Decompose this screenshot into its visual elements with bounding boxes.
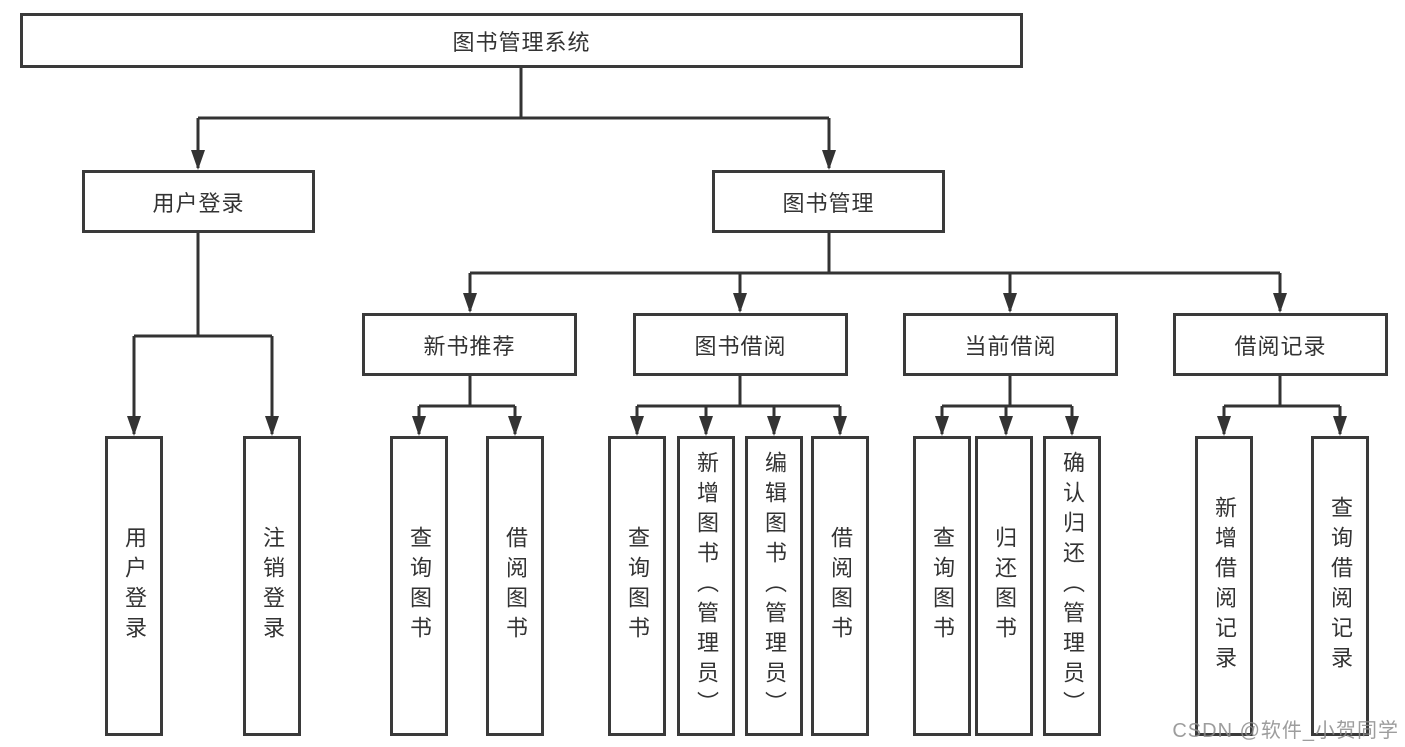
node-root-label: 图书管理系统	[452, 29, 591, 55]
leaf-borrow-books: 借阅图书	[811, 436, 869, 736]
node-root-system: 图书管理系统	[20, 13, 1023, 68]
arrow-down-icon	[699, 416, 713, 436]
leaf-label: 用户登录	[122, 526, 147, 646]
node-user-login: 用户登录	[82, 170, 315, 233]
node-book-management: 图书管理	[712, 170, 945, 233]
arrow-down-icon	[733, 293, 747, 313]
arrow-down-icon	[1217, 416, 1231, 436]
leaf-label: 借阅图书	[503, 526, 528, 646]
connector-book-borrow-children	[630, 376, 847, 436]
arrow-down-icon	[508, 416, 522, 436]
connector-current-borrow-children	[935, 376, 1079, 436]
arrow-down-icon	[191, 150, 205, 170]
leaf-borrow-books-recommend: 借阅图书	[486, 436, 544, 736]
connector-borrow-records-children	[1217, 376, 1347, 436]
leaf-query-books-recommend: 查询图书	[390, 436, 448, 736]
node-label: 用户登录	[152, 190, 245, 216]
leaf-label: 查询图书	[930, 526, 955, 646]
arrow-down-icon	[935, 416, 949, 436]
arrow-down-icon	[999, 416, 1013, 436]
leaf-return-books: 归还图书	[975, 436, 1033, 736]
arrow-down-icon	[412, 416, 426, 436]
leaf-confirm-return-admin: 确认归还（管理员）	[1043, 436, 1101, 736]
node-label: 当前借阅	[964, 333, 1057, 359]
arrow-down-icon	[265, 416, 279, 436]
arrow-down-icon	[1065, 416, 1079, 436]
arrow-down-icon	[630, 416, 644, 436]
connector-root-to-level2	[191, 68, 836, 170]
arrow-down-icon	[1003, 293, 1017, 313]
leaf-label: 确认归还（管理员）	[1060, 451, 1085, 721]
arrow-down-icon	[822, 150, 836, 170]
leaf-label: 查询图书	[407, 526, 432, 646]
leaf-label: 新增借阅记录	[1212, 496, 1237, 676]
leaf-logout: 注销登录	[243, 436, 301, 736]
node-current-borrow: 当前借阅	[903, 313, 1118, 376]
leaf-query-books-borrow: 查询图书	[608, 436, 666, 736]
node-label: 新书推荐	[423, 333, 516, 359]
leaf-label: 查询借阅记录	[1328, 496, 1353, 676]
arrow-down-icon	[127, 416, 141, 436]
leaf-label: 注销登录	[260, 526, 285, 646]
connector-user-login-children	[127, 233, 279, 436]
connector-book-management-children	[463, 233, 1287, 313]
arrow-down-icon	[1333, 416, 1347, 436]
node-book-borrow: 图书借阅	[633, 313, 848, 376]
leaf-label: 归还图书	[992, 526, 1017, 646]
connector-new-book-children	[412, 376, 522, 436]
node-label: 借阅记录	[1234, 333, 1327, 359]
leaf-add-books-admin: 新增图书（管理员）	[677, 436, 735, 736]
leaf-label: 借阅图书	[828, 526, 853, 646]
node-label: 图书管理	[782, 190, 875, 216]
leaf-query-borrow-record: 查询借阅记录	[1311, 436, 1369, 736]
leaf-add-borrow-record: 新增借阅记录	[1195, 436, 1253, 736]
node-borrow-records: 借阅记录	[1173, 313, 1388, 376]
leaf-edit-books-admin: 编辑图书（管理员）	[745, 436, 803, 736]
leaf-query-books-current: 查询图书	[913, 436, 971, 736]
arrow-down-icon	[767, 416, 781, 436]
node-new-book-recommend: 新书推荐	[362, 313, 577, 376]
leaf-label: 编辑图书（管理员）	[762, 451, 787, 721]
arrow-down-icon	[833, 416, 847, 436]
leaf-label: 新增图书（管理员）	[694, 451, 719, 721]
leaf-label: 查询图书	[625, 526, 650, 646]
csdn-watermark: CSDN @软件_小贺同学	[1172, 720, 1399, 742]
arrow-down-icon	[1273, 293, 1287, 313]
leaf-user-login: 用户登录	[105, 436, 163, 736]
node-label: 图书借阅	[694, 333, 787, 359]
arrow-down-icon	[463, 293, 477, 313]
